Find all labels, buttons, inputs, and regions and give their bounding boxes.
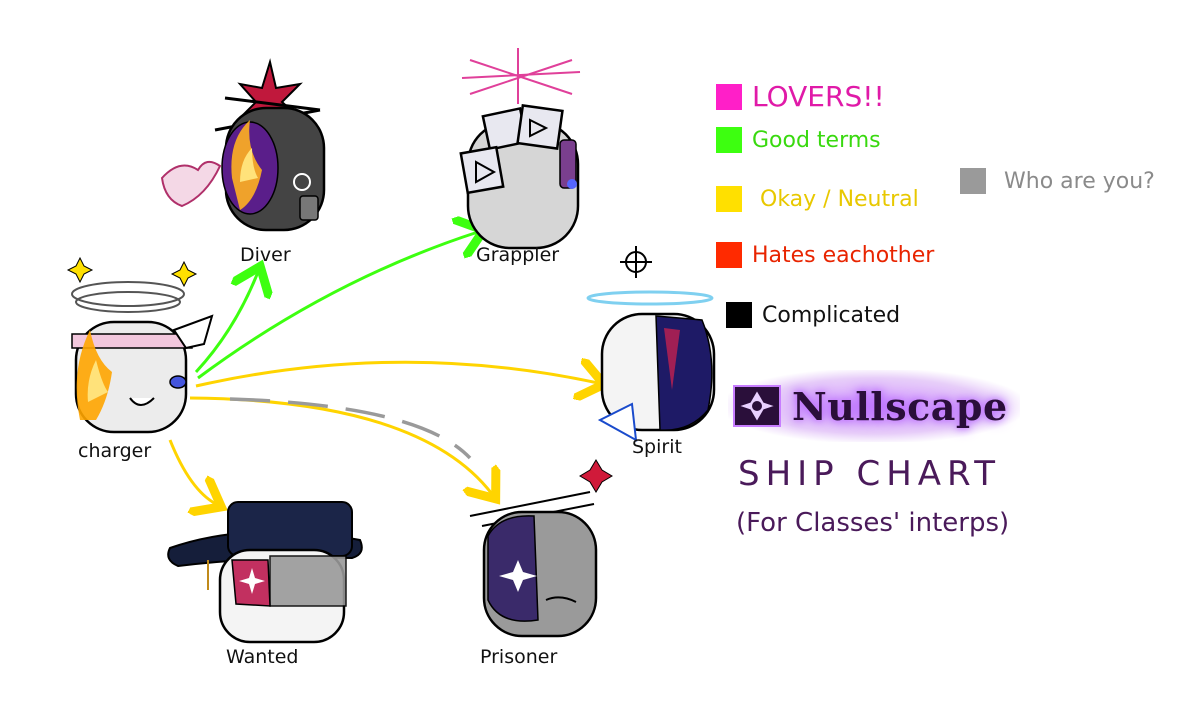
grappler-character <box>459 48 581 250</box>
label-diver: Diver <box>240 244 291 266</box>
legend-swatch-hates <box>716 242 742 268</box>
legend-swatch-who-are-you <box>960 168 986 194</box>
nullscape-logo: Nullscape <box>728 370 1020 442</box>
legend-label-complicated: Complicated <box>762 302 901 328</box>
chart-title: SHIP CHART <box>738 454 1001 494</box>
legend-complicated: Complicated <box>726 302 900 328</box>
label-spirit: Spirit <box>632 436 682 458</box>
spirit-character <box>586 246 716 442</box>
label-charger: charger <box>78 440 152 462</box>
legend-good-terms: Good terms <box>716 127 881 153</box>
label-wanted: Wanted <box>226 646 299 668</box>
legend-label-who-are-you: Who are you? <box>1004 168 1155 194</box>
nullscape-emblem-icon <box>733 385 781 427</box>
arrow-charger-wanted <box>168 439 216 504</box>
legend-label-neutral: Okay / Neutral <box>760 186 919 212</box>
legend-who-are-you: Who are you? <box>960 168 1155 194</box>
legend-label-good-terms: Good terms <box>752 127 881 153</box>
label-grappler: Grappler <box>476 244 560 266</box>
legend-swatch-lovers <box>716 83 742 110</box>
wanted-character <box>167 501 363 644</box>
arrow-charger-prisoner <box>189 396 492 494</box>
legend-swatch-good-terms <box>716 127 742 153</box>
arrow-charger-grappler <box>197 232 478 380</box>
chart-subtitle: (For Classes' interps) <box>736 508 1010 538</box>
label-prisoner: Prisoner <box>480 646 558 668</box>
legend-swatch-complicated <box>726 302 752 328</box>
legend-hates: Hates eachother <box>716 242 934 268</box>
logo-text: Nullscape <box>792 383 1008 429</box>
legend-lovers: LOVERS!! <box>716 80 885 113</box>
legend-label-hates: Hates eachother <box>752 242 935 268</box>
arrow-charger-diver <box>194 272 258 374</box>
charger-character <box>66 256 214 434</box>
legend-swatch-neutral <box>716 186 742 212</box>
diver-character <box>160 58 326 232</box>
prisoner-character <box>469 459 613 638</box>
legend-label-lovers: LOVERS!! <box>752 80 885 113</box>
arrow-charger-spirit <box>195 362 598 386</box>
legend-neutral: Okay / Neutral <box>716 186 919 212</box>
